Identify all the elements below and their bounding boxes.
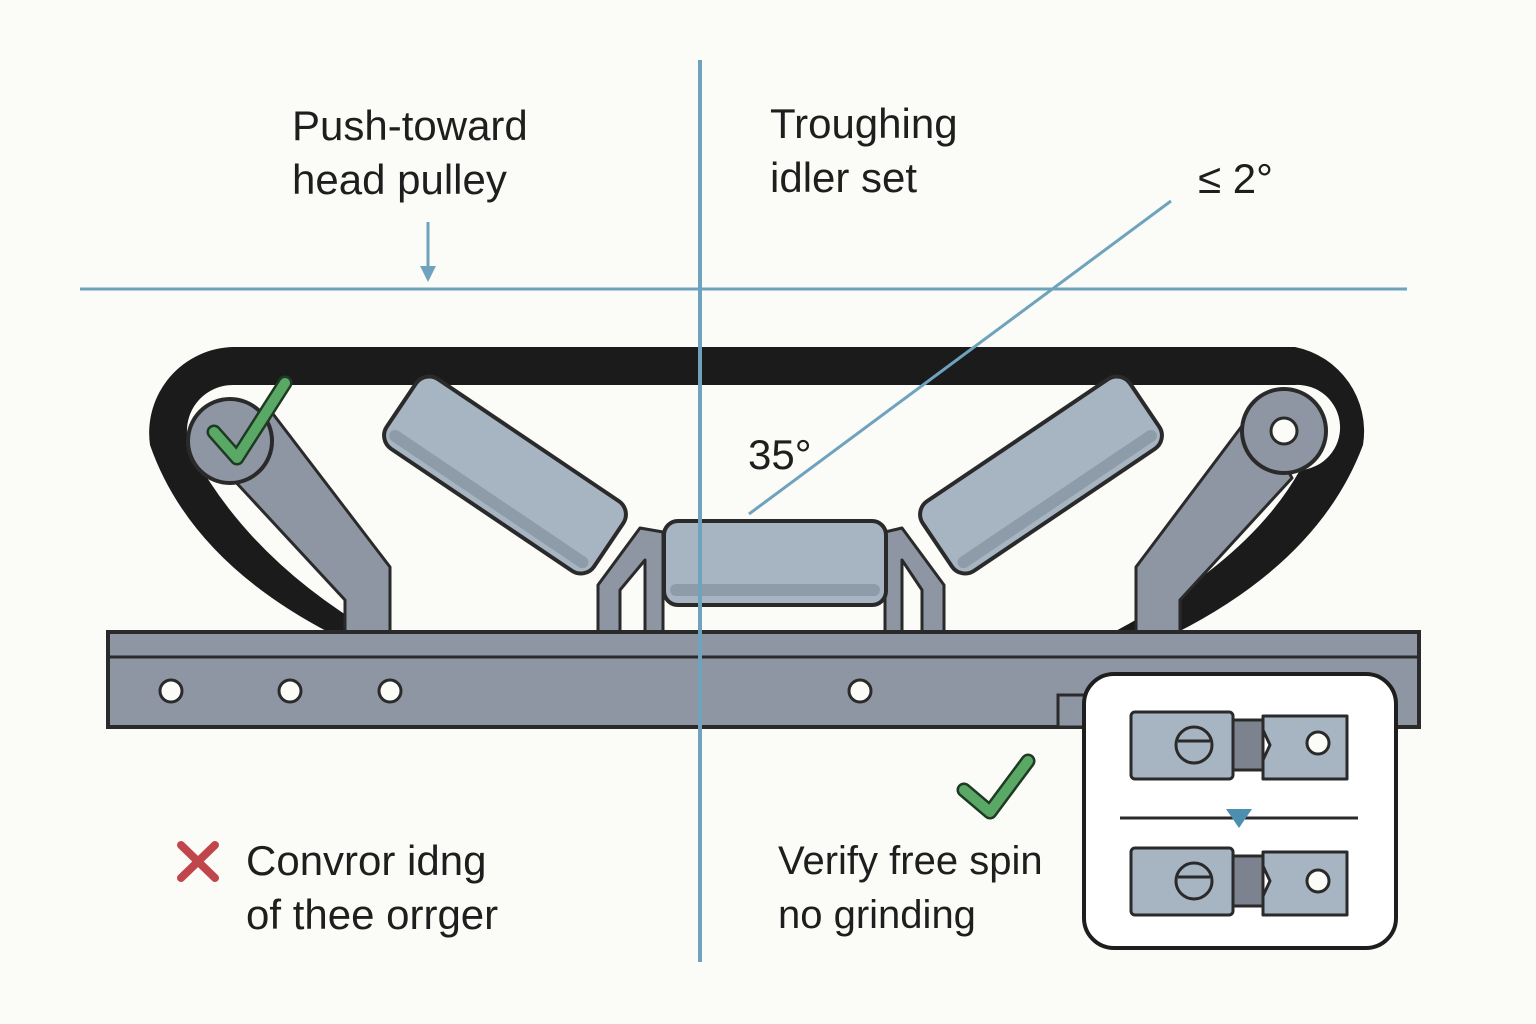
triangle-down-icon	[1226, 809, 1252, 828]
idler-set-line1: Troughing	[770, 100, 958, 147]
idler-set-line2: idler set	[770, 154, 918, 201]
incorrect-note-line2: of thee orrger	[246, 891, 499, 938]
verify-note-label: Verify free spin no grinding	[778, 834, 1082, 942]
right-wing-roller	[918, 374, 1164, 576]
frame-bolt-hole	[158, 678, 184, 704]
center-roller	[662, 519, 888, 607]
inset-detail-panel	[1082, 672, 1398, 950]
verify-note-line1: Verify free spin	[778, 839, 1043, 883]
right-pulley	[1240, 387, 1328, 475]
trough-angle-label: 35°	[748, 431, 812, 478]
incorrect-note-line1: Convror idng	[246, 837, 487, 884]
push-direction-label: Push-toward head pulley	[292, 99, 528, 207]
frame-bolt-hole	[277, 678, 303, 704]
clamp-after	[1129, 846, 1349, 917]
angle-reference-line	[748, 199, 1172, 516]
verify-note-line2: no grinding	[778, 893, 976, 937]
left-wing-roller	[382, 374, 628, 576]
clamp-before	[1129, 710, 1349, 781]
push-direction-line2: head pulley	[292, 156, 507, 203]
conveyor-belt	[149, 347, 1365, 633]
push-direction-line1: Push-toward	[292, 102, 528, 149]
arrow-down-icon	[420, 222, 436, 282]
incorrect-note-label: Convror idng of thee orrger	[246, 834, 498, 942]
idler-set-label: Troughing idler set	[770, 97, 958, 205]
frame-bolt-hole	[847, 678, 873, 704]
frame-bolt-hole	[377, 678, 403, 704]
x-mark-icon	[177, 841, 219, 882]
tolerance-label: ≤ 2°	[1198, 155, 1273, 202]
